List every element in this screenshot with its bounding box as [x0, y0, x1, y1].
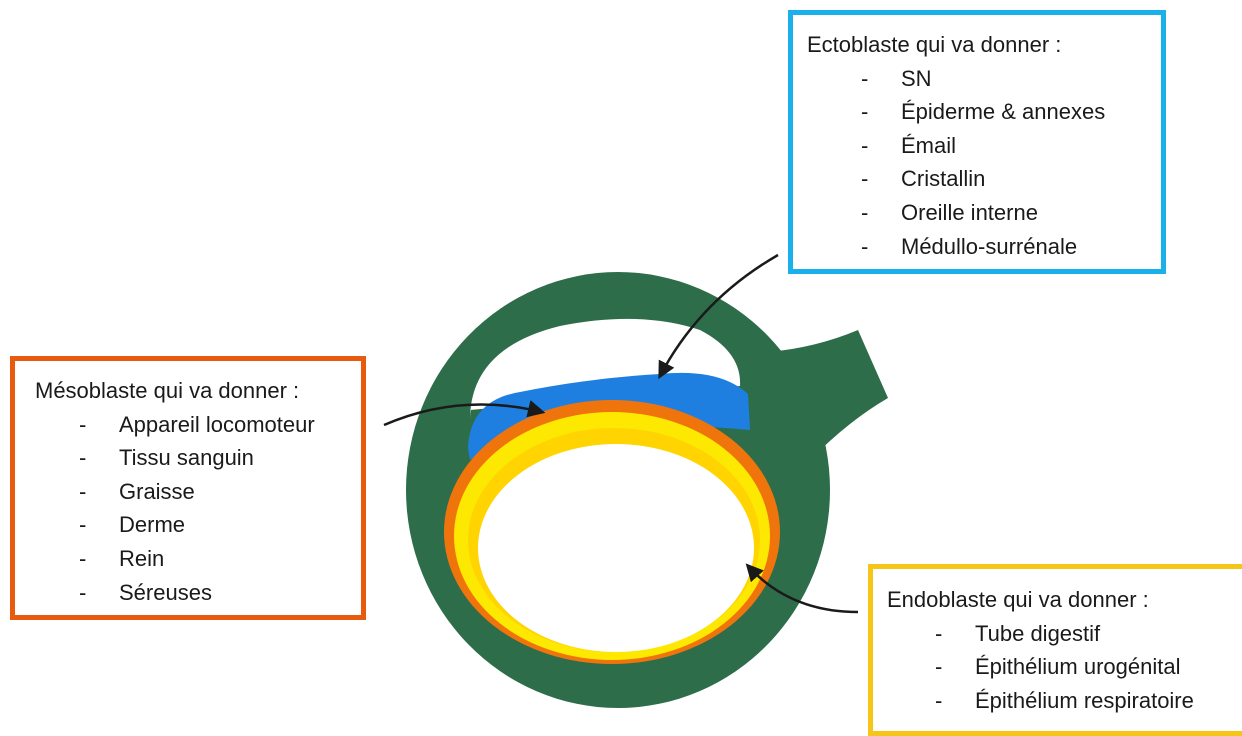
ectoblast-title: Ectoblaste qui va donner : [807, 32, 1062, 57]
list-item: -Épiderme & annexes [861, 99, 1106, 125]
list-item: -Tissu sanguin [79, 445, 254, 471]
mesoblast-arrow [383, 400, 546, 427]
endoblast-list: -Tube digestif -Épithélium urogénital -É… [887, 617, 1242, 718]
ectoblast-arrow [658, 253, 779, 380]
vitelline-cavity [478, 444, 754, 652]
list-item: -Médullo-surrénale [861, 233, 1078, 259]
endoblast-title: Endoblaste qui va donner : [887, 587, 1149, 612]
list-item: -SN [861, 65, 932, 91]
germ-layers [444, 372, 780, 664]
mesoblast-box: Mésoblaste qui va donner : -Appareil loc… [10, 356, 366, 620]
ectoblast-list: -SN -Épiderme & annexes -Émail -Cristall… [807, 62, 1161, 264]
list-item: -Rein [79, 545, 165, 571]
list-item: -Cristallin [861, 166, 986, 192]
list-item: -Épithélium urogénital [935, 654, 1181, 680]
list-item: -Séreuses [79, 579, 212, 605]
list-item: -Épithélium respiratoire [935, 687, 1194, 713]
list-item: -Émail [861, 132, 957, 158]
list-item: -Tube digestif [935, 620, 1101, 646]
endoblast-arrow [745, 563, 859, 614]
list-item: -Graisse [79, 478, 195, 504]
endoblast-box: Endoblaste qui va donner : -Tube digesti… [868, 564, 1242, 736]
list-item: -Appareil locomoteur [79, 411, 315, 437]
mesoblast-list: -Appareil locomoteur -Tissu sanguin -Gra… [35, 408, 361, 610]
list-item: -Derme [79, 512, 186, 538]
list-item: -Oreille interne [861, 199, 1038, 225]
ectoblast-box: Ectoblaste qui va donner : -SN -Épiderme… [788, 10, 1166, 274]
mesoblast-title: Mésoblaste qui va donner : [35, 378, 300, 403]
